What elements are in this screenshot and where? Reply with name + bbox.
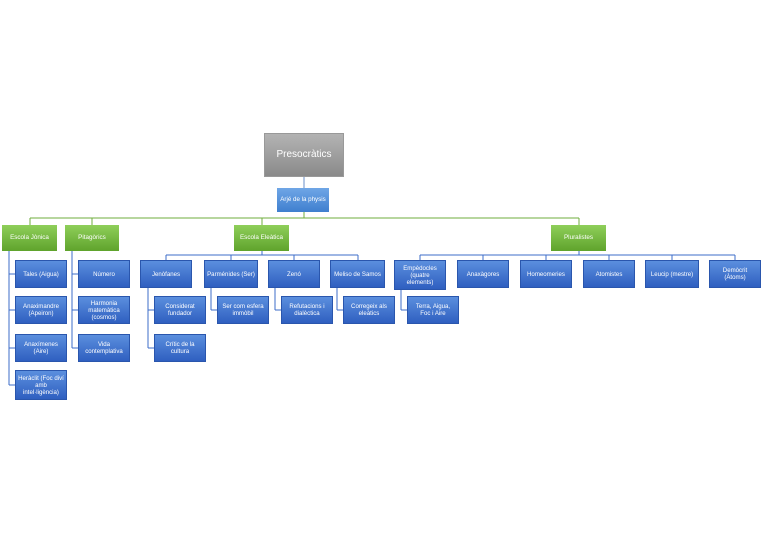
ionica-item-anaximenes[interactable]: Anaxímenes (Aire)	[15, 334, 67, 362]
pluralistes-member-atomistes[interactable]: Atomistes	[583, 260, 635, 288]
eleatica-sub-considerat[interactable]: Considerat fundador	[154, 296, 206, 324]
pluralistes-member-anaxagores[interactable]: Anaxàgores	[457, 260, 509, 288]
eleatica-member-jenofanes[interactable]: Jenòfanes	[140, 260, 192, 288]
group-ionica[interactable]: Escola Jònica	[2, 225, 57, 251]
ionica-item-anaximandre[interactable]: Anaximandre (Apeiron)	[15, 296, 67, 324]
group-eleatica[interactable]: Escola Eleàtica	[234, 225, 289, 251]
pluralistes-member-empedocles[interactable]: Empèdocles (quatre elements)	[394, 260, 446, 290]
eleatica-sub-corregeix[interactable]: Corregeix als eleàtics	[343, 296, 395, 324]
eleatica-sub-critic[interactable]: Crític de la cultura	[154, 334, 206, 362]
pluralistes-member-leucip[interactable]: Leucip (mestre)	[645, 260, 699, 288]
pluralistes-member-homeomeries[interactable]: Homeomeries	[520, 260, 572, 288]
root-node[interactable]: Presocràtics	[264, 133, 344, 177]
pluralistes-sub-elements[interactable]: Terra, Aigua, Foc i Aire	[407, 296, 459, 324]
pitagorics-item-harmonia[interactable]: Harmonia matemàtica (cosmos)	[78, 296, 130, 324]
eleatica-sub-ser[interactable]: Ser com esfera immòbil	[217, 296, 269, 324]
subroot-node[interactable]: Arjé de la physis	[277, 188, 329, 212]
ionica-item-heraclit[interactable]: Heràclit (Foc diví amb intel·ligència)	[15, 370, 67, 400]
ionica-item-tales[interactable]: Tales (Aigua)	[15, 260, 67, 288]
group-pluralistes[interactable]: Pluralistes	[551, 225, 606, 251]
eleatica-member-meliso[interactable]: Meliso de Samos	[330, 260, 385, 288]
pluralistes-member-democrit[interactable]: Demòcrit (Àtoms)	[709, 260, 761, 288]
eleatica-sub-refutacions[interactable]: Refutacions i dialèctica	[281, 296, 333, 324]
pitagorics-item-vida[interactable]: Vida contemplativa	[78, 334, 130, 362]
eleatica-member-parmenides[interactable]: Parménides (Ser)	[204, 260, 258, 288]
eleatica-member-zeno[interactable]: Zenó	[268, 260, 320, 288]
group-pitagorics[interactable]: Pitagòrics	[65, 225, 119, 251]
pitagorics-item-numero[interactable]: Número	[78, 260, 130, 288]
